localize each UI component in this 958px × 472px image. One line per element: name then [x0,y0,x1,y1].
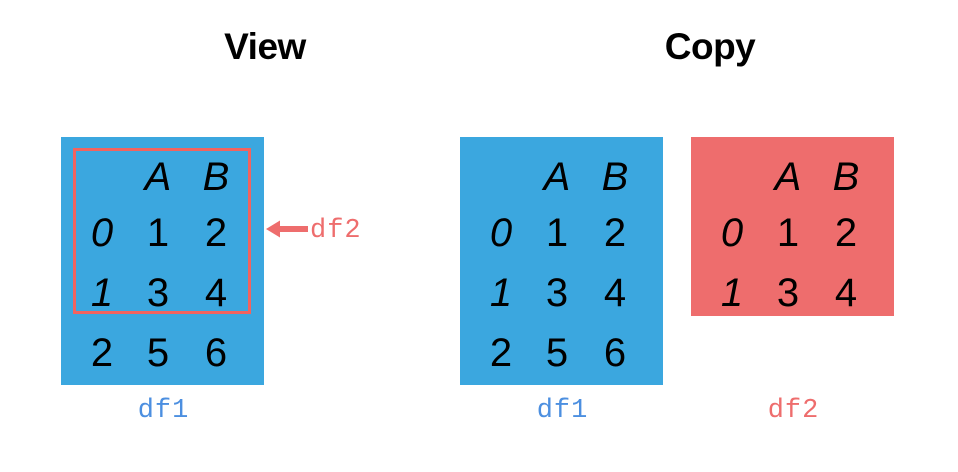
cell-1-b: 4 [834,271,858,315]
cell-2-b: 6 [204,331,228,375]
panel-title-copy: Copy [664,26,756,67]
cell-1-a: 3 [146,271,170,315]
cell-1-b: 4 [603,271,627,315]
column-header-a: A [543,155,571,199]
cell-0-b: 2 [834,211,858,255]
row-index-1: 1 [489,271,513,315]
view-df2-annotation: df2 [264,216,362,247]
cell-0-b: 2 [204,211,228,255]
dataframe-view-df1: A B 0 1 2 1 3 4 2 5 6 [61,137,264,385]
dataframe-background-red [691,137,894,316]
row-index-0: 0 [90,211,114,255]
row-index-0: 0 [720,211,744,255]
dataframe-background-blue [460,137,663,385]
caption-copy-df1: df1 [536,396,589,426]
panel-title-view: View [224,26,306,67]
row-index-2: 2 [90,331,114,375]
dataframe-grid: A B 0 1 2 1 3 4 [691,137,894,316]
cell-2-a: 5 [146,331,170,375]
column-header-a: A [144,155,172,199]
caption-view-df1: df1 [137,396,190,426]
cell-0-a: 1 [776,211,800,255]
cell-0-a: 1 [545,211,569,255]
dataframe-copy-df1: A B 0 1 2 1 3 4 2 5 6 [460,137,663,385]
column-header-a: A [774,155,802,199]
cell-2-a: 5 [545,331,569,375]
annotation-label-df2: df2 [310,216,362,246]
cell-0-b: 2 [603,211,627,255]
cell-1-b: 4 [204,271,228,315]
dataframe-grid: A B 0 1 2 1 3 4 2 5 6 [460,137,663,385]
row-index-1: 1 [720,271,744,315]
cell-0-a: 1 [146,211,170,255]
dataframe-copy-df2: A B 0 1 2 1 3 4 [691,137,894,316]
cell-2-b: 6 [603,331,627,375]
dataframe-background-blue [61,137,264,385]
arrow-left-icon [264,216,308,247]
column-header-b: B [601,155,629,199]
dataframe-grid: A B 0 1 2 1 3 4 2 5 6 [61,137,264,385]
caption-copy-df2: df2 [767,396,820,426]
column-header-b: B [202,155,230,199]
column-header-b: B [832,155,860,199]
row-index-0: 0 [489,211,513,255]
cell-1-a: 3 [776,271,800,315]
row-index-2: 2 [489,331,513,375]
row-index-1: 1 [90,271,114,315]
cell-1-a: 3 [545,271,569,315]
